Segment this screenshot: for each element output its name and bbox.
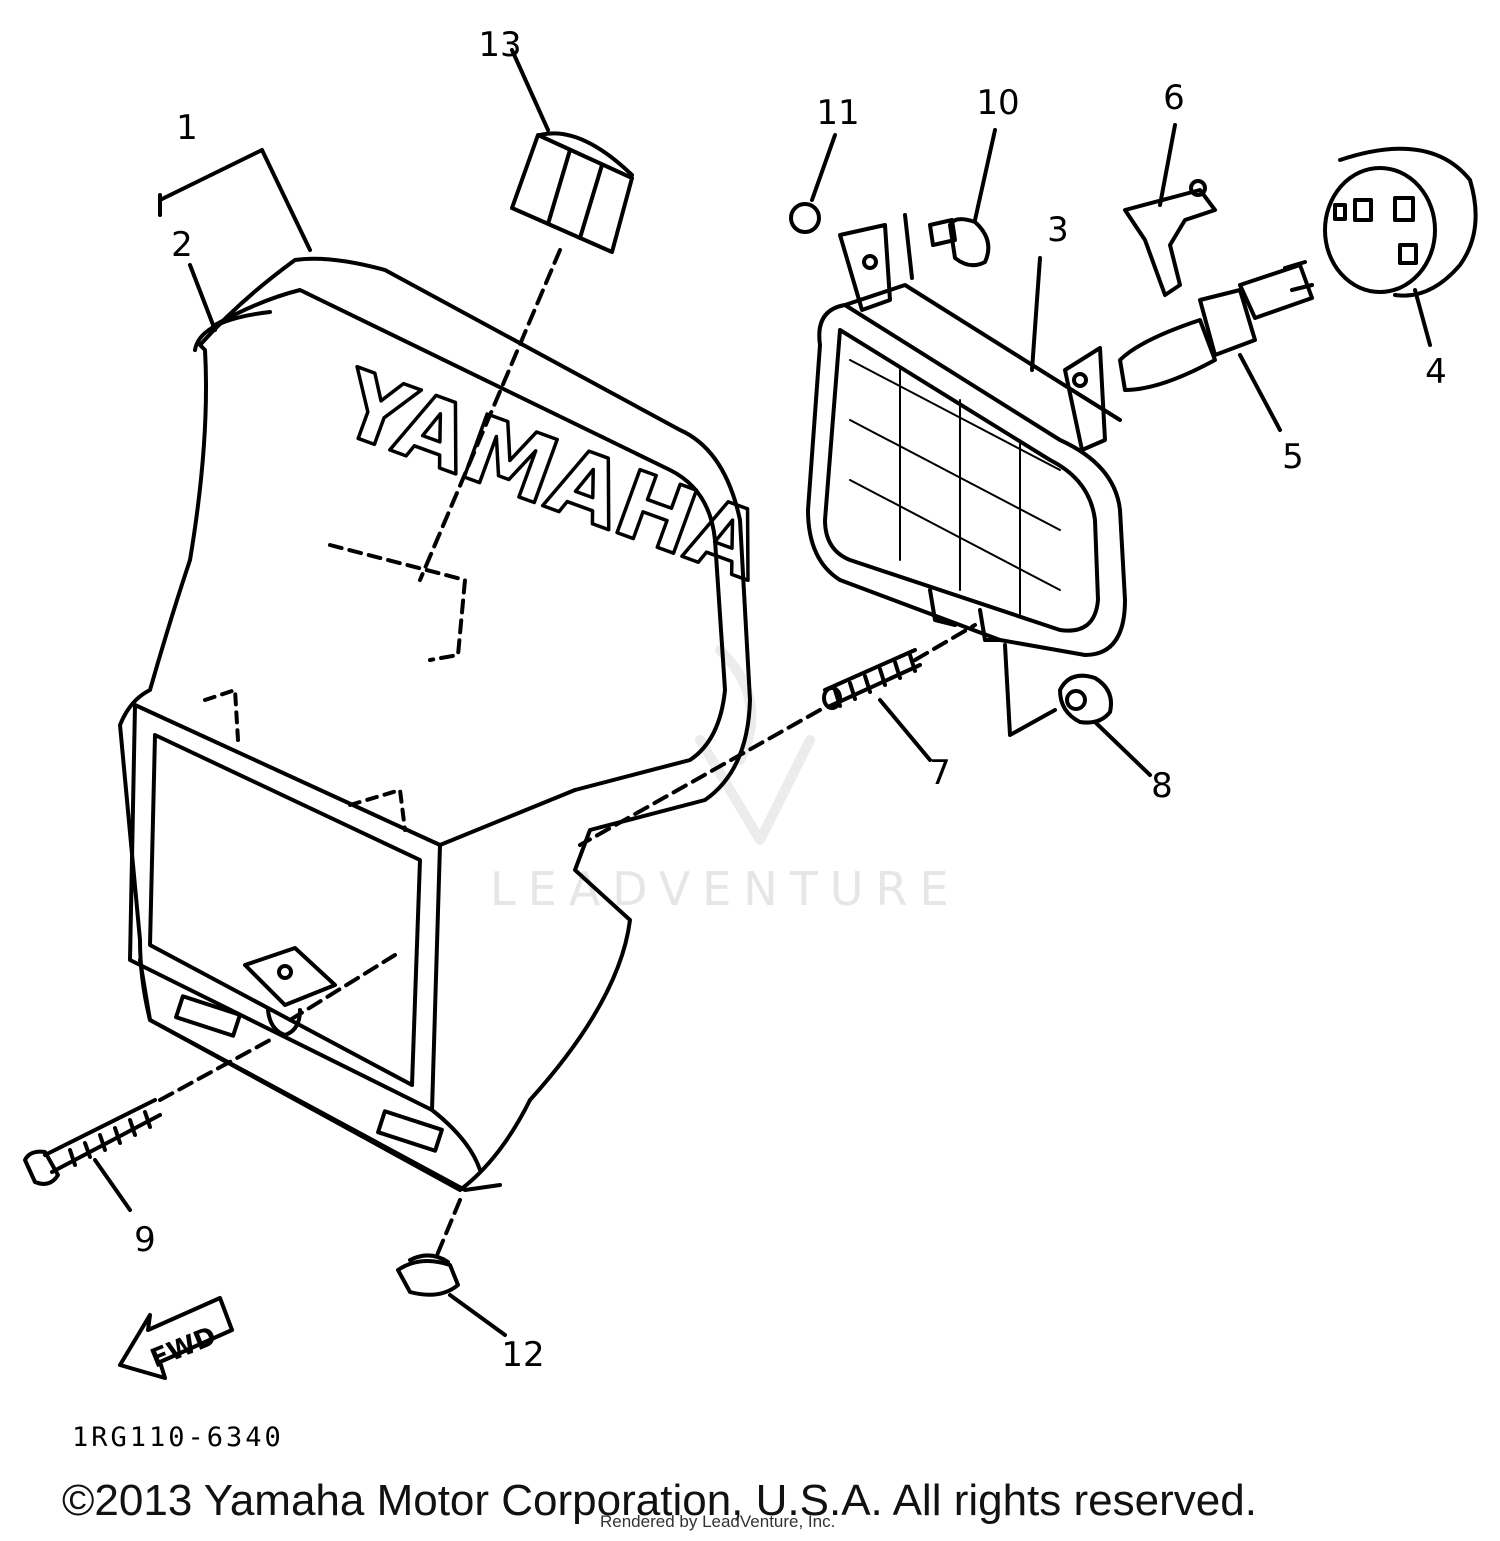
callout-10: 10 bbox=[976, 83, 1020, 123]
bolt-part-10 bbox=[928, 217, 991, 268]
dash-line-13 bbox=[418, 248, 562, 582]
grommet-part-12 bbox=[396, 1253, 460, 1297]
leader-line-7 bbox=[878, 698, 932, 762]
leader-line-2 bbox=[188, 263, 217, 332]
dash-line-9b bbox=[288, 953, 397, 1022]
clip-part-6 bbox=[1123, 188, 1217, 297]
dash-line-7a bbox=[913, 623, 977, 662]
callout-2: 2 bbox=[171, 225, 193, 265]
callout-11: 11 bbox=[816, 93, 860, 133]
grommet-part-8 bbox=[1058, 673, 1113, 725]
bracket-line-10 bbox=[903, 213, 914, 280]
copyright-notice: ©2013 Yamaha Motor Corporation, U.S.A. A… bbox=[62, 1476, 1257, 1525]
socket-cover-part-4 bbox=[1323, 146, 1478, 298]
callout-3: 3 bbox=[1047, 210, 1069, 250]
dash-line-9a bbox=[158, 1038, 272, 1102]
emblem-part-13 bbox=[510, 131, 634, 254]
dash-line-12 bbox=[433, 1198, 462, 1262]
spring-part-7 bbox=[822, 648, 922, 710]
headlight-cowl: YAMAHA bbox=[118, 256, 779, 1192]
leader-line-3 bbox=[1030, 256, 1042, 372]
leader-line-1 bbox=[158, 148, 312, 252]
callout-8: 8 bbox=[1151, 766, 1173, 806]
bulb-part-5 bbox=[1118, 260, 1314, 392]
callout-6: 6 bbox=[1163, 78, 1185, 118]
leader-line-10 bbox=[973, 128, 997, 222]
callout-4: 4 bbox=[1425, 352, 1447, 392]
leader-line-11 bbox=[810, 133, 837, 202]
dash-line-7b bbox=[578, 708, 822, 847]
leader-line-8 bbox=[1093, 720, 1152, 777]
drawing-number: 1RG110-6340 bbox=[72, 1422, 284, 1453]
leader-line-5 bbox=[1238, 353, 1282, 432]
leader-line-9 bbox=[93, 1158, 132, 1212]
render-credit: Rendered by LeadVenture, Inc. bbox=[600, 1512, 836, 1531]
callout-12: 12 bbox=[501, 1335, 545, 1375]
leader-line-6 bbox=[1158, 123, 1177, 207]
bracket-line-8 bbox=[1003, 643, 1057, 737]
fwd-arrow-icon: FWD bbox=[118, 1296, 234, 1380]
callout-7: 7 bbox=[929, 753, 951, 793]
headlight-unit bbox=[806, 223, 1127, 657]
leadventure-watermark: LEADVENTURE bbox=[490, 862, 961, 916]
fwd-arrow-label: FWD bbox=[146, 1321, 220, 1374]
callout-9: 9 bbox=[134, 1220, 156, 1260]
bolt-part-9 bbox=[23, 1098, 162, 1186]
leader-line-4 bbox=[1413, 288, 1432, 347]
nut-part-11 bbox=[789, 202, 821, 234]
clip-hole-6 bbox=[1189, 179, 1207, 197]
callout-13: 13 bbox=[478, 25, 522, 65]
leader-line-12 bbox=[448, 1293, 507, 1337]
leader-line-13 bbox=[510, 48, 550, 132]
callout-5: 5 bbox=[1282, 437, 1304, 477]
callout-1: 1 bbox=[176, 108, 198, 148]
